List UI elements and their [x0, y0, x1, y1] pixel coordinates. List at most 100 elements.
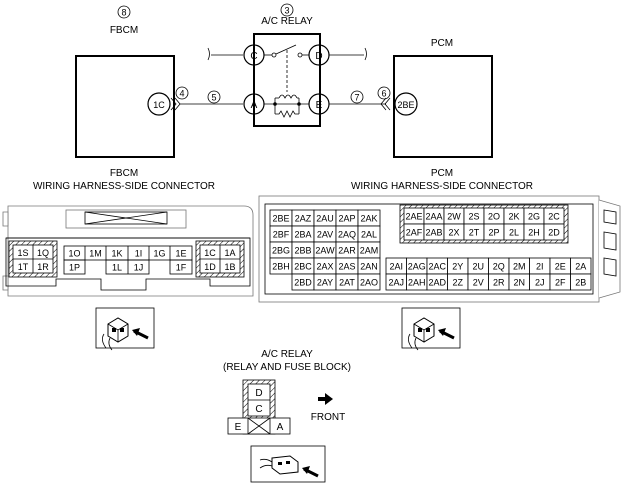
pcm-pin: 2BB	[294, 246, 311, 256]
relay-block-subtitle: (RELAY AND FUSE BLOCK)	[223, 362, 351, 373]
fbcm-pin: 1M	[89, 249, 102, 259]
pcm-pin: 2O	[488, 212, 500, 222]
pcm-pin: 2A	[575, 262, 586, 272]
pcm-pin: 2AW	[315, 246, 335, 256]
wire-left-number: 5	[211, 93, 216, 103]
pcm-pin: 2AM	[360, 246, 379, 256]
fbcm-pin: 1K	[111, 249, 122, 259]
fbcm-pin: 1R	[37, 262, 49, 272]
pcm-module: PCM 2BE	[380, 38, 493, 158]
pcm-pin: 2F	[555, 278, 566, 288]
pcm-pin: 2AH	[408, 278, 426, 288]
pcm-connector-view-icon	[401, 307, 461, 351]
fbcm-middle-block: 1O 1M 1K 1I 1G 1E 1P 1L 1J 1F	[63, 245, 193, 275]
relay-connector-view-icon	[250, 445, 326, 483]
fbcm-module: 8 FBCM 1C 4	[75, 5, 189, 158]
fbcm-left-block: 1S 1Q 1T 1R	[8, 240, 58, 278]
wire-pcm-number: 6	[381, 89, 386, 99]
pcm-pin: 2BF	[273, 230, 290, 240]
pcm-pin: 2BE	[272, 214, 289, 224]
relay-terminal-d: D	[315, 51, 322, 62]
pcm-pin: 2K	[508, 212, 519, 222]
fbcm-pin: 1I	[135, 249, 143, 259]
pcm-pin-cell	[543, 223, 565, 241]
relay-socket-terminal-a: A	[277, 422, 284, 433]
pcm-pin: 2AC	[428, 262, 446, 272]
pcm-pin: 2AL	[361, 230, 377, 240]
pcm-pin: 2AJ	[388, 278, 404, 288]
fbcm-right-block: 1C 1A 1D 1B	[195, 240, 245, 278]
pcm-pin: 2AP	[338, 214, 355, 224]
relay-socket-terminal-d: D	[255, 388, 262, 399]
pcm-pin: 2U	[472, 262, 484, 272]
pcm-title: PCM	[431, 38, 453, 49]
wire-fbcm-number: 4	[179, 89, 184, 99]
pcm-pin: 2AX	[316, 262, 333, 272]
pcm-pin: 2AR	[338, 246, 356, 256]
fbcm-pin: 1B	[224, 262, 235, 272]
pcm-pin: 2BD	[294, 278, 312, 288]
fbcm-connector-view-icon	[95, 307, 155, 351]
fbcm-pin: 1O	[68, 249, 80, 259]
front-arrow-icon	[318, 393, 333, 405]
pcm-pin: 2T	[469, 228, 480, 238]
relay-terminal-e: E	[316, 100, 323, 111]
pcm-pin: 2Z	[452, 278, 463, 288]
pcm-pin: 2S	[468, 212, 479, 222]
fbcm-pin: 1J	[134, 263, 144, 273]
pcm-pin: 2AZ	[295, 214, 312, 224]
pcm-pin: 2AF	[406, 228, 423, 238]
pcm-pin: 2AG	[408, 262, 426, 272]
pcm-pin: 2M	[513, 262, 526, 272]
relay-socket-terminal-c: C	[255, 404, 262, 415]
pcm-pin: 2N	[513, 278, 525, 288]
pcm-pin: 2AD	[428, 278, 446, 288]
relay-block-socket: D C E A	[227, 379, 291, 435]
relay-terminal-c: C	[250, 51, 257, 62]
fbcm-pin: 1S	[17, 248, 28, 258]
pcm-pin: 2X	[448, 228, 459, 238]
fbcm-number: 8	[121, 8, 126, 18]
fbcm-pin: 1Q	[37, 248, 49, 258]
pcm-pin-cell	[570, 273, 592, 291]
fbcm-pin: 1E	[175, 249, 186, 259]
relay-block-title: A/C RELAY	[261, 349, 313, 360]
pcm-pin-cell	[357, 273, 381, 291]
fbcm-pin: 1L	[112, 263, 122, 273]
pcm-pin: 2AE	[405, 212, 422, 222]
pcm-pin: 2J	[535, 278, 545, 288]
front-label: FRONT	[311, 412, 345, 423]
fbcm-connector-title: FBCM	[110, 168, 138, 179]
pcm-pin: 2H	[528, 228, 540, 238]
pcm-pin: 2G	[528, 212, 540, 222]
fbcm-title: FBCM	[110, 25, 138, 36]
ac-relay: 3 A/C RELAY C D A E	[207, 3, 367, 127]
pcm-pin: 2AV	[317, 230, 333, 240]
pcm-pin: 2D	[548, 228, 560, 238]
fbcm-terminal: 1C	[153, 100, 165, 110]
pcm-pin: 2AI	[389, 262, 403, 272]
wire-right-number: 7	[354, 93, 359, 103]
pcm-pin: 2BC	[294, 262, 312, 272]
pcm-pin: 2AB	[425, 228, 442, 238]
pcm-pin: 2V	[473, 278, 484, 288]
pcm-pin: 2P	[488, 228, 499, 238]
pcm-pin: 2BH	[272, 262, 290, 272]
fbcm-pin: 1C	[204, 248, 216, 258]
pcm-pin: 2R	[493, 278, 505, 288]
pcm-pin: 2AT	[339, 278, 355, 288]
pcm-pin: 2C	[548, 212, 560, 222]
pcm-pin: 2Y	[452, 262, 463, 272]
pcm-connector-title: PCM	[431, 168, 453, 179]
fbcm-pin: 1P	[69, 263, 80, 273]
pcm-pin: 2AY	[317, 278, 333, 288]
relay-terminal-a: A	[251, 100, 258, 111]
pcm-pin: 2AO	[360, 278, 378, 288]
relay-title: A/C RELAY	[261, 16, 313, 27]
pcm-terminal: 2BE	[397, 100, 414, 110]
pcm-pin: 2BG	[272, 246, 290, 256]
pcm-pin: 2AQ	[338, 230, 356, 240]
pcm-pin: 2L	[509, 228, 519, 238]
